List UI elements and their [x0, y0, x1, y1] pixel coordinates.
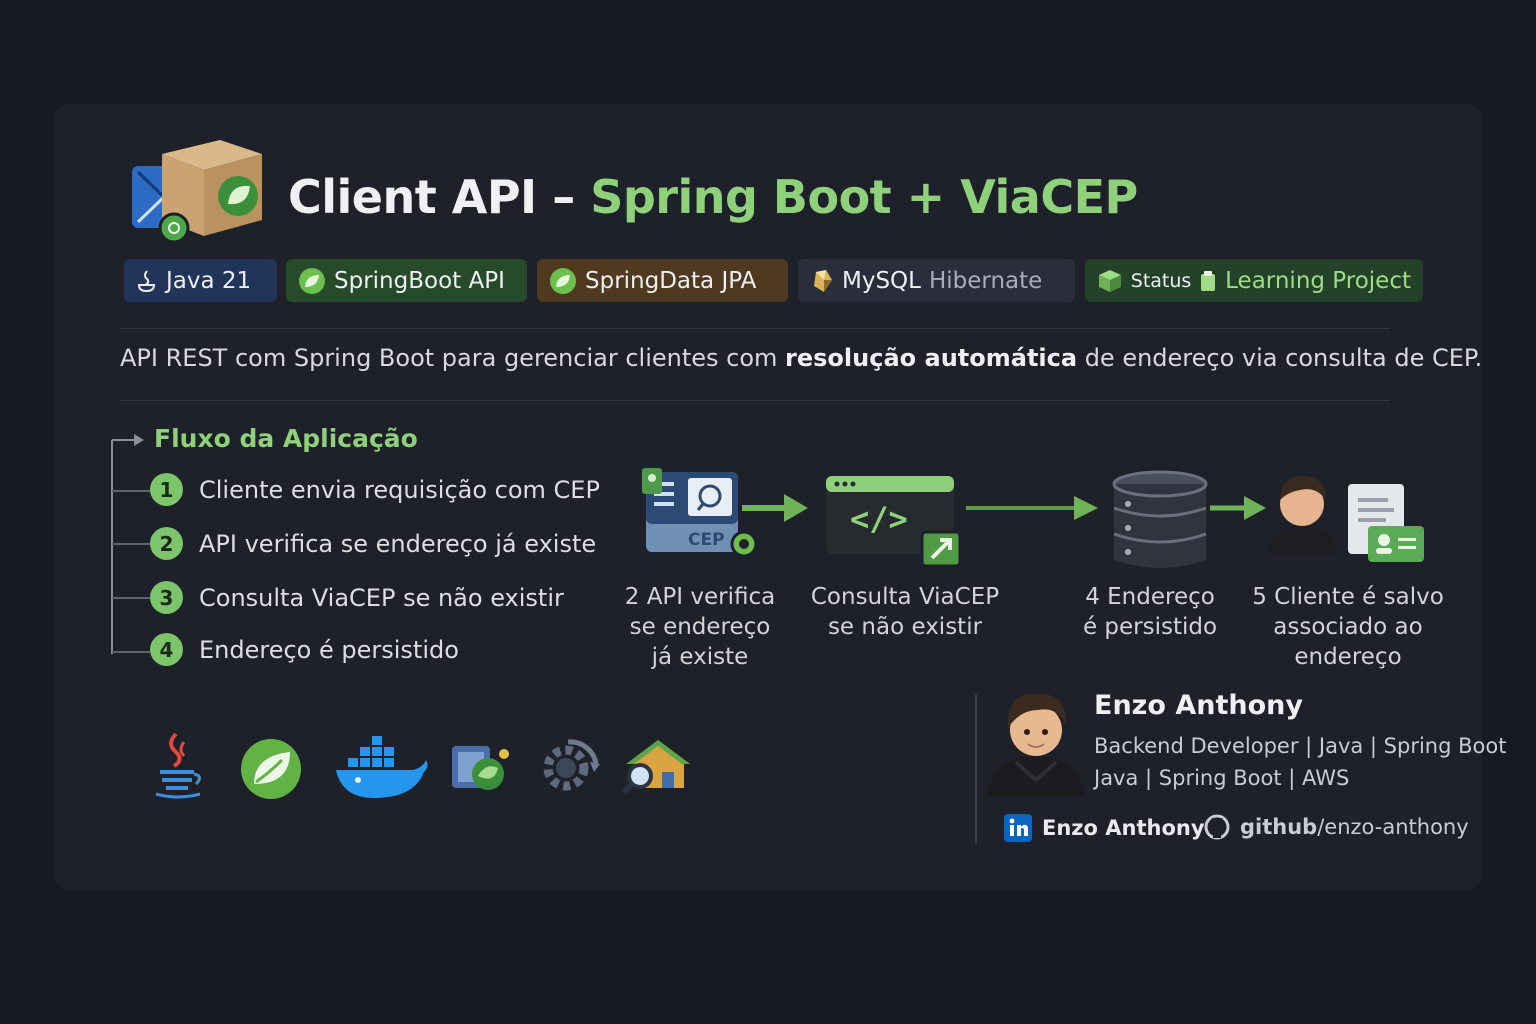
title-main: Client API – [288, 170, 591, 224]
spring-leaf-icon [299, 267, 325, 294]
github-rest: /enzo-anthony [1317, 815, 1469, 839]
house-search-icon [622, 740, 690, 794]
linkedin-icon [1004, 814, 1032, 842]
author-divider [975, 694, 977, 844]
cep-form-icon: CEP [642, 468, 758, 558]
diagram-caption: 4 Endereço é persistido [1060, 582, 1240, 642]
flow-tree-lines [111, 434, 150, 654]
diagram-caption: Consulta ViaCEP se não existir [800, 582, 1010, 642]
caption-line: se endereço [629, 614, 771, 640]
cube-icon [1099, 269, 1121, 292]
clipboard-icon [1201, 270, 1216, 291]
database-plugin-icon [452, 746, 509, 790]
project-logo [132, 140, 262, 244]
badge-springboot-label: SpringBoot API [334, 267, 505, 294]
java-icon [155, 732, 201, 799]
flow-step: 1 Cliente envia requisição com CEP [150, 473, 600, 506]
flow-step: 2 API verifica se endereço já existe [150, 527, 596, 560]
author-role: Backend Developer | Java | Spring Boot [1094, 734, 1507, 758]
github-icon [1204, 814, 1230, 840]
caption-line: Consulta ViaCEP [810, 584, 1000, 610]
linkedin-link[interactable]: Enzo Anthony [1004, 814, 1205, 842]
title-accent: Spring Boot + ViaCEP [590, 170, 1138, 224]
spring-leaf-icon [550, 267, 576, 294]
badge-springdata: SpringData JPA [537, 259, 788, 302]
badge-springdata-label: SpringData JPA [585, 267, 757, 294]
badge-hibernate-label: Hibernate [928, 267, 1043, 294]
description-after: de endereço via consulta de CEP. [1077, 344, 1483, 372]
step-number: 3 [150, 581, 183, 614]
caption-line: se não existir [827, 614, 983, 640]
divider-top [120, 328, 1390, 329]
badge-mysql-label: MySQL [842, 267, 921, 294]
author-skills: Java | Spring Boot | AWS [1094, 766, 1350, 790]
flow-title: Fluxo da Aplicação [154, 424, 418, 453]
code-window-icon: </> [826, 476, 962, 568]
flow-arrow-head [784, 494, 808, 522]
step-text: Endereço é persistido [199, 635, 459, 664]
flow-arrow-head [1074, 496, 1098, 520]
diagram-caption: 5 Cliente é salvo associado ao endereço [1236, 582, 1460, 672]
java-cup-icon [137, 269, 156, 292]
author-name: Enzo Anthony [1094, 690, 1303, 721]
caption-line: associado ao [1273, 614, 1423, 640]
description: API REST com Spring Boot para gerenciar … [120, 344, 1482, 372]
gear-icon [543, 739, 600, 791]
caption-line: já existe [651, 644, 749, 670]
step-text: Cliente envia requisição com CEP [199, 475, 600, 504]
page-title: Client API – Spring Boot + ViaCEP [288, 170, 1138, 224]
caption-line: 2 API verifica [624, 584, 776, 610]
divider-bottom [120, 400, 1390, 401]
caption-line: 5 Cliente é salvo [1252, 584, 1444, 610]
description-bold: resolução automática [785, 344, 1078, 372]
badge-status-label: Learning Project [1225, 267, 1411, 294]
caption-line: 4 Endereço [1085, 584, 1215, 610]
flow-arrow-head [1244, 496, 1266, 520]
flow-step: 4 Endereço é persistido [150, 633, 459, 666]
caption-line: endereço [1294, 644, 1402, 670]
badge-java: Java 21 [124, 259, 277, 302]
spring-icon [241, 739, 301, 799]
database-icon [1112, 470, 1208, 568]
flow-diagram: CEP </> [642, 468, 1424, 568]
badge-status-prefix: Status [1130, 269, 1192, 292]
step-text: Consulta ViaCEP se não existir [199, 583, 564, 612]
hibernate-icon [814, 269, 832, 292]
caption-line: é persistido [1082, 614, 1218, 640]
github-bold: github [1240, 815, 1318, 839]
step-number: 1 [150, 473, 183, 506]
client-saved-icon [1268, 476, 1424, 562]
docker-icon [336, 736, 428, 798]
github-link[interactable]: github/enzo-anthony [1204, 814, 1469, 840]
badge-springboot: SpringBoot API [286, 259, 527, 302]
step-text: API verifica se endereço já existe [199, 529, 597, 558]
author-avatar [988, 693, 1084, 796]
step-number: 2 [150, 527, 183, 560]
badge-status: Status Learning Project [1085, 259, 1423, 302]
badge-mysql: MySQL Hibernate [798, 259, 1075, 302]
flow-step: 3 Consulta ViaCEP se não existir [150, 581, 564, 614]
diagram-caption: 2 API verifica se endereço já existe [610, 582, 790, 672]
code-text: </> [850, 500, 908, 538]
badge-java-label: Java 21 [166, 267, 252, 294]
description-before: API REST com Spring Boot para gerenciar … [120, 344, 786, 372]
cep-text: CEP [688, 530, 725, 550]
step-number: 4 [150, 633, 183, 666]
linkedin-label: Enzo Anthony [1042, 816, 1205, 840]
